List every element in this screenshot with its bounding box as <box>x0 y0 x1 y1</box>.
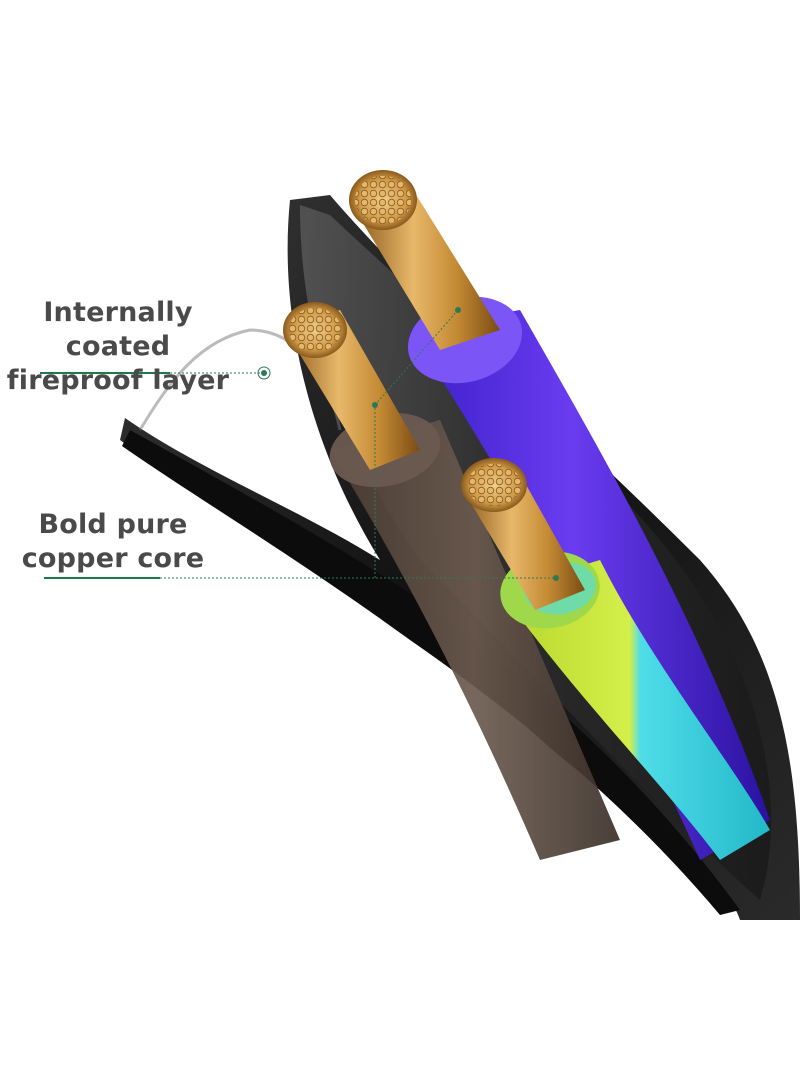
copper-core-large <box>349 170 500 350</box>
copper-core-medium <box>283 302 420 470</box>
callout-copper-line1: Bold pure <box>38 509 188 540</box>
callout-copper-core: Bold pure copper core <box>20 508 206 576</box>
copper-core-small <box>461 458 585 610</box>
callout-fireproof-line1: Internally coated <box>43 297 193 362</box>
leader-line-fireproof <box>40 366 271 380</box>
callout-fireproof-layer: Internally coated fireproof layer <box>0 296 236 398</box>
callout-fireproof-line2: fireproof layer <box>6 365 230 396</box>
leader-line-copper <box>44 307 559 581</box>
callout-copper-line2: copper core <box>21 543 205 574</box>
